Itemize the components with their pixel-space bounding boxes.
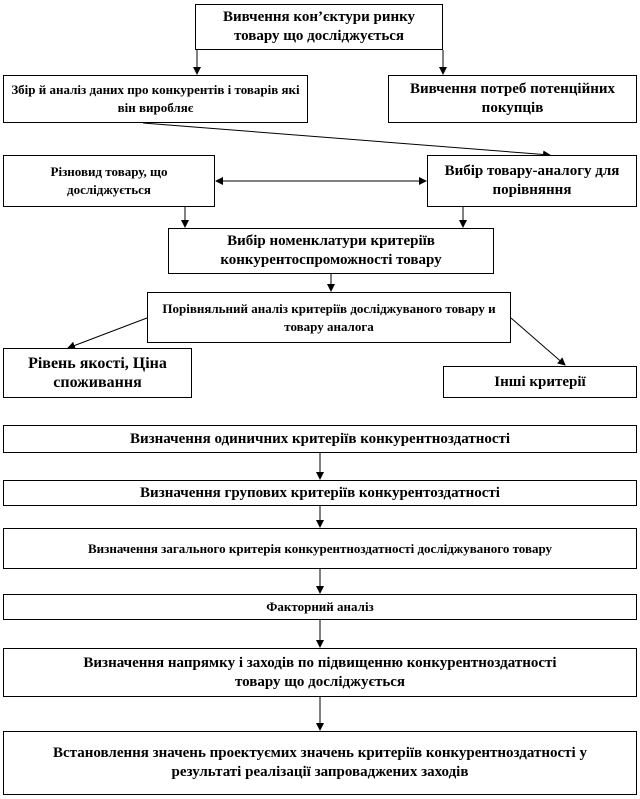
box-factor-analysis: Факторний аналіз bbox=[3, 594, 637, 620]
box-product-variety: Різновид товару, що досліджується bbox=[3, 155, 215, 207]
box-single-criteria: Визначення одиничних критеріїв конкурент… bbox=[3, 425, 637, 453]
box-analog-choice: Вибір товару-аналогу для порівняння bbox=[427, 155, 637, 207]
box-improvement-measures: Визначення напрямку і заходів по підвище… bbox=[3, 648, 637, 697]
box-market-study: Вивчення кон’єктури ринку товару що досл… bbox=[195, 4, 443, 50]
box-quality-price: Рівень якості, Ціна споживання bbox=[3, 348, 192, 398]
box-group-criteria: Визначення групових критеріїв конкуренто… bbox=[3, 480, 637, 506]
box-comparative-analysis: Порівняльний аналіз критеріїв досліджува… bbox=[147, 292, 511, 343]
box-other-criteria: Інші критерії bbox=[443, 366, 637, 398]
box-general-criterion: Визначення загального критерія конкурент… bbox=[3, 528, 637, 569]
box-competitor-data: Збір й аналіз даних про конкурентів і то… bbox=[3, 75, 308, 123]
box-criteria-nomenclature: Вибір номенклатури критеріїв конкурентос… bbox=[168, 228, 494, 274]
box-projected-values: Встановлення значень проектуємих значень… bbox=[3, 731, 637, 795]
box-customer-needs: Вивчення потреб потенційних покупців bbox=[388, 75, 637, 123]
